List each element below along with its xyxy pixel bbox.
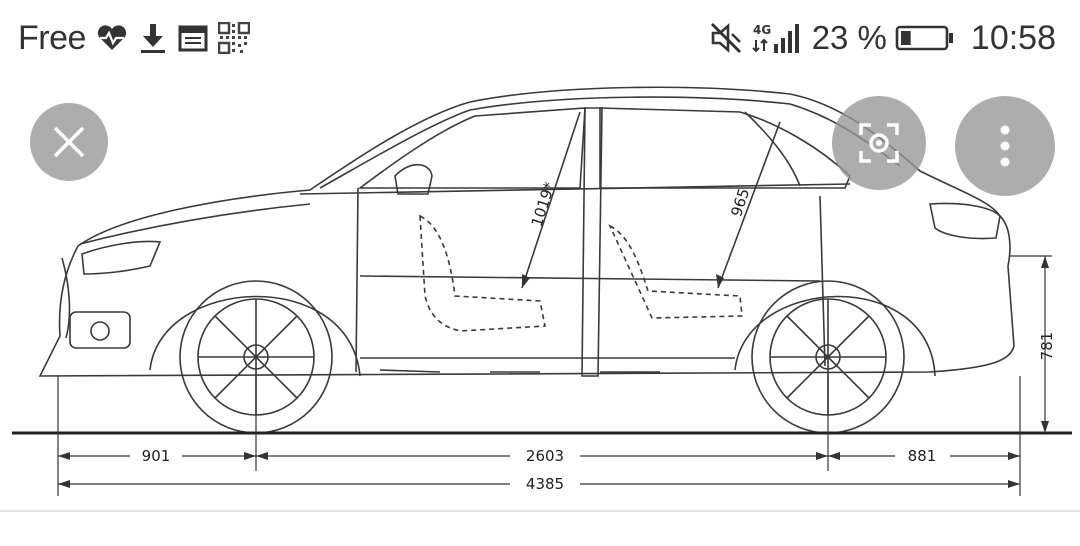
status-bar: Free xyxy=(0,0,1080,76)
download-icon xyxy=(138,22,168,54)
mute-icon xyxy=(710,22,744,54)
calendar-icon xyxy=(178,23,208,53)
close-icon xyxy=(51,124,87,160)
close-button[interactable] xyxy=(30,103,108,181)
tail-light xyxy=(929,202,1001,240)
dim-wheelbase: 2603 xyxy=(526,447,564,465)
status-right: 4G 23 % 10:58 xyxy=(710,19,1080,58)
qr-code-icon xyxy=(217,22,250,54)
dim-overall-length: 4385 xyxy=(526,475,564,493)
google-lens-icon xyxy=(857,121,901,165)
dim-rear-overhang: 881 xyxy=(908,447,937,465)
battery-icon xyxy=(895,24,955,52)
dim-height: 781 xyxy=(1038,332,1056,361)
dim-rear-headroom: 965 xyxy=(727,186,753,219)
drawing-svg: 901 2603 881 4385 781 1019* 965 xyxy=(12,86,1072,496)
dim-front-overhang: 901 xyxy=(142,447,171,465)
carrier-label: Free xyxy=(18,18,86,57)
more-vertical-icon xyxy=(999,124,1011,168)
car-body-outline xyxy=(38,86,1015,377)
clock: 10:58 xyxy=(970,18,1056,57)
front-window xyxy=(357,107,586,189)
rear-window xyxy=(599,107,851,189)
side-mirror xyxy=(394,163,433,195)
battery-percent: 23 % xyxy=(811,19,887,56)
bottom-divider xyxy=(0,510,1080,512)
google-lens-button[interactable] xyxy=(832,96,926,190)
heart-pulse-icon xyxy=(96,24,128,52)
network-type-label: 4G xyxy=(753,23,771,37)
front-wheel-arch xyxy=(149,295,361,377)
4g-signal-icon: 4G xyxy=(751,21,804,55)
headlight xyxy=(81,240,162,275)
status-left: Free xyxy=(0,19,250,58)
rear-wheel-arch xyxy=(734,295,936,377)
car-dimension-drawing[interactable]: 901 2603 881 4385 781 1019* 965 xyxy=(0,76,1080,510)
dim-front-headroom: 1019* xyxy=(528,179,559,228)
more-options-button[interactable] xyxy=(955,96,1055,196)
